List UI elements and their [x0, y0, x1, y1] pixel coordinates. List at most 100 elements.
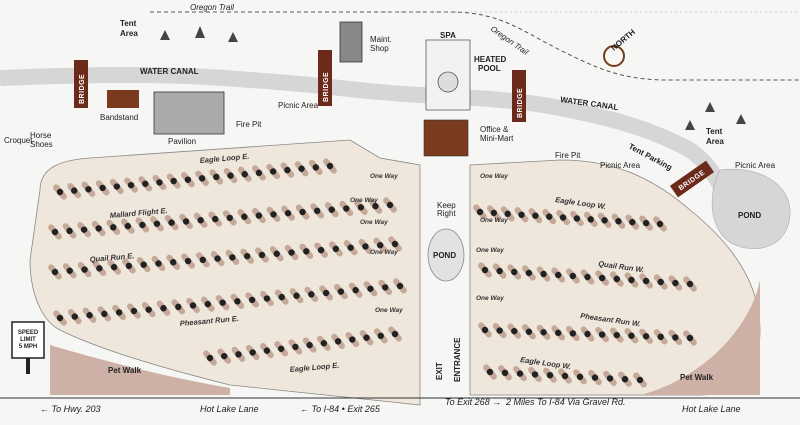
campsite-number-marker	[334, 338, 342, 345]
campsite-number-marker	[189, 302, 197, 309]
campsite-number-marker	[241, 213, 248, 220]
campsite-number-marker	[525, 269, 533, 277]
campsite-number-marker	[182, 218, 190, 225]
campsite-number-marker	[66, 267, 73, 274]
spa-pool[interactable]	[437, 71, 459, 93]
campsite-number-marker	[561, 372, 569, 380]
pavilion-label: Pavilion	[168, 137, 196, 146]
bridge-2: BRIDGE	[318, 50, 332, 106]
campsite-number-marker	[621, 376, 629, 383]
campsite-number-marker	[613, 275, 620, 283]
campsite-number-marker	[573, 215, 581, 222]
campsite-number-marker	[382, 284, 389, 291]
campsite-number-marker	[391, 240, 399, 248]
campsite-number-marker	[496, 267, 503, 275]
campsite-number-marker	[80, 226, 88, 233]
central-pond	[427, 228, 465, 282]
campsite-number-marker	[101, 310, 108, 318]
campsite-number-marker	[642, 333, 650, 340]
campsite-number-marker	[322, 289, 330, 297]
campsite-number-marker	[606, 375, 614, 382]
one-way-label-8: One Way	[476, 247, 504, 254]
campsite-number-marker	[66, 227, 73, 235]
fire-pit-right-label: Fire Pit	[555, 151, 581, 160]
campsite-number-marker	[555, 271, 562, 279]
campsite-number-marker	[269, 168, 277, 175]
campsite-number-marker	[142, 180, 149, 187]
tent-icons-right	[685, 102, 746, 130]
campsite-number-marker	[686, 334, 694, 342]
oregon-trail-top-label: Oregon Trail	[190, 3, 234, 12]
campsite-number-marker	[525, 328, 533, 335]
campsite-number-marker	[263, 347, 271, 354]
campsite-number-marker	[642, 277, 650, 285]
office-building[interactable]	[423, 119, 469, 157]
campsite-number-marker	[306, 341, 313, 349]
one-way-label-2: One Way	[350, 197, 378, 204]
picnic-area-2-label: Picnic Area	[600, 161, 641, 170]
campsite-number-marker	[184, 176, 192, 183]
pavilion-building[interactable]	[153, 91, 225, 135]
campsite-number-marker	[113, 183, 121, 190]
bandstand-building[interactable]	[107, 90, 139, 108]
campsite-number-marker	[293, 292, 300, 299]
campsite-number-marker	[110, 224, 117, 231]
pond-large-label: POND	[738, 211, 761, 220]
eagle-loop-e-top-label: Eagle Loop E.	[199, 152, 249, 165]
bandstand-label: Bandstand	[100, 113, 138, 122]
exit-label: EXIT	[435, 362, 444, 380]
campsite-number-marker	[140, 261, 147, 268]
campsite-number-marker	[139, 221, 146, 229]
picnic-area-3-label: Picnic Area	[735, 161, 776, 170]
pond-small-label: POND	[433, 251, 456, 260]
campsite-number-marker	[377, 242, 384, 249]
campsite-number-marker	[511, 268, 518, 276]
campsite-number-marker	[284, 210, 292, 217]
campsite-number-marker	[672, 334, 679, 341]
campsite-number-marker	[175, 303, 182, 311]
campsite-number-marker	[546, 213, 553, 220]
spa-label: SPA	[440, 31, 456, 40]
campsite-number-marker	[255, 169, 263, 177]
campsite-number-marker	[516, 370, 524, 377]
campsite-number-marker	[124, 222, 132, 230]
campsite-number-marker	[270, 211, 277, 218]
campsite-number-marker	[337, 288, 345, 295]
campsite-number-marker	[204, 300, 212, 308]
pet-walk-left-area	[50, 345, 230, 395]
campsite-number-marker	[362, 243, 369, 250]
campsite-rows	[48, 158, 697, 388]
hot-lake-lane-right-label: Hot Lake Lane	[682, 404, 741, 414]
campsite-number-marker	[125, 262, 133, 270]
campsite-number-marker	[656, 220, 664, 228]
campsite-number-marker	[95, 225, 102, 232]
campsite-number-marker	[227, 172, 234, 179]
campsite-number-marker	[99, 184, 106, 192]
campsite-number-marker	[504, 210, 511, 218]
picnic-area-1-label: Picnic Area	[278, 101, 319, 110]
campsite-number-marker	[56, 188, 64, 196]
campsite-number-marker	[540, 270, 547, 278]
campsite-number-marker	[496, 327, 503, 334]
campsite-number-marker	[298, 165, 305, 172]
campsite-number-marker	[613, 331, 620, 339]
campsite-number-marker	[145, 306, 152, 313]
campsite-number-marker	[391, 330, 399, 338]
campsite-number-marker	[332, 245, 340, 253]
maint-shop-building[interactable]	[339, 21, 363, 63]
campsite-number-marker	[184, 257, 192, 265]
pet-walk-left-label: Pet Walk	[108, 366, 142, 375]
campsite-number-marker	[377, 332, 384, 340]
campsite-number-marker	[686, 280, 694, 288]
campsite-number-marker	[110, 263, 118, 271]
to-hwy-label: ← To Hwy. 203	[40, 404, 101, 414]
campsite-number-marker	[255, 212, 263, 219]
pet-walk-right-label: Pet Walk	[680, 373, 714, 382]
campsite-number-marker	[476, 208, 484, 216]
campsite-number-marker	[598, 331, 606, 338]
svg-text:BRIDGE: BRIDGE	[517, 88, 524, 118]
bridge-3: BRIDGE	[512, 70, 526, 122]
svg-text:BRIDGE: BRIDGE	[323, 72, 330, 102]
